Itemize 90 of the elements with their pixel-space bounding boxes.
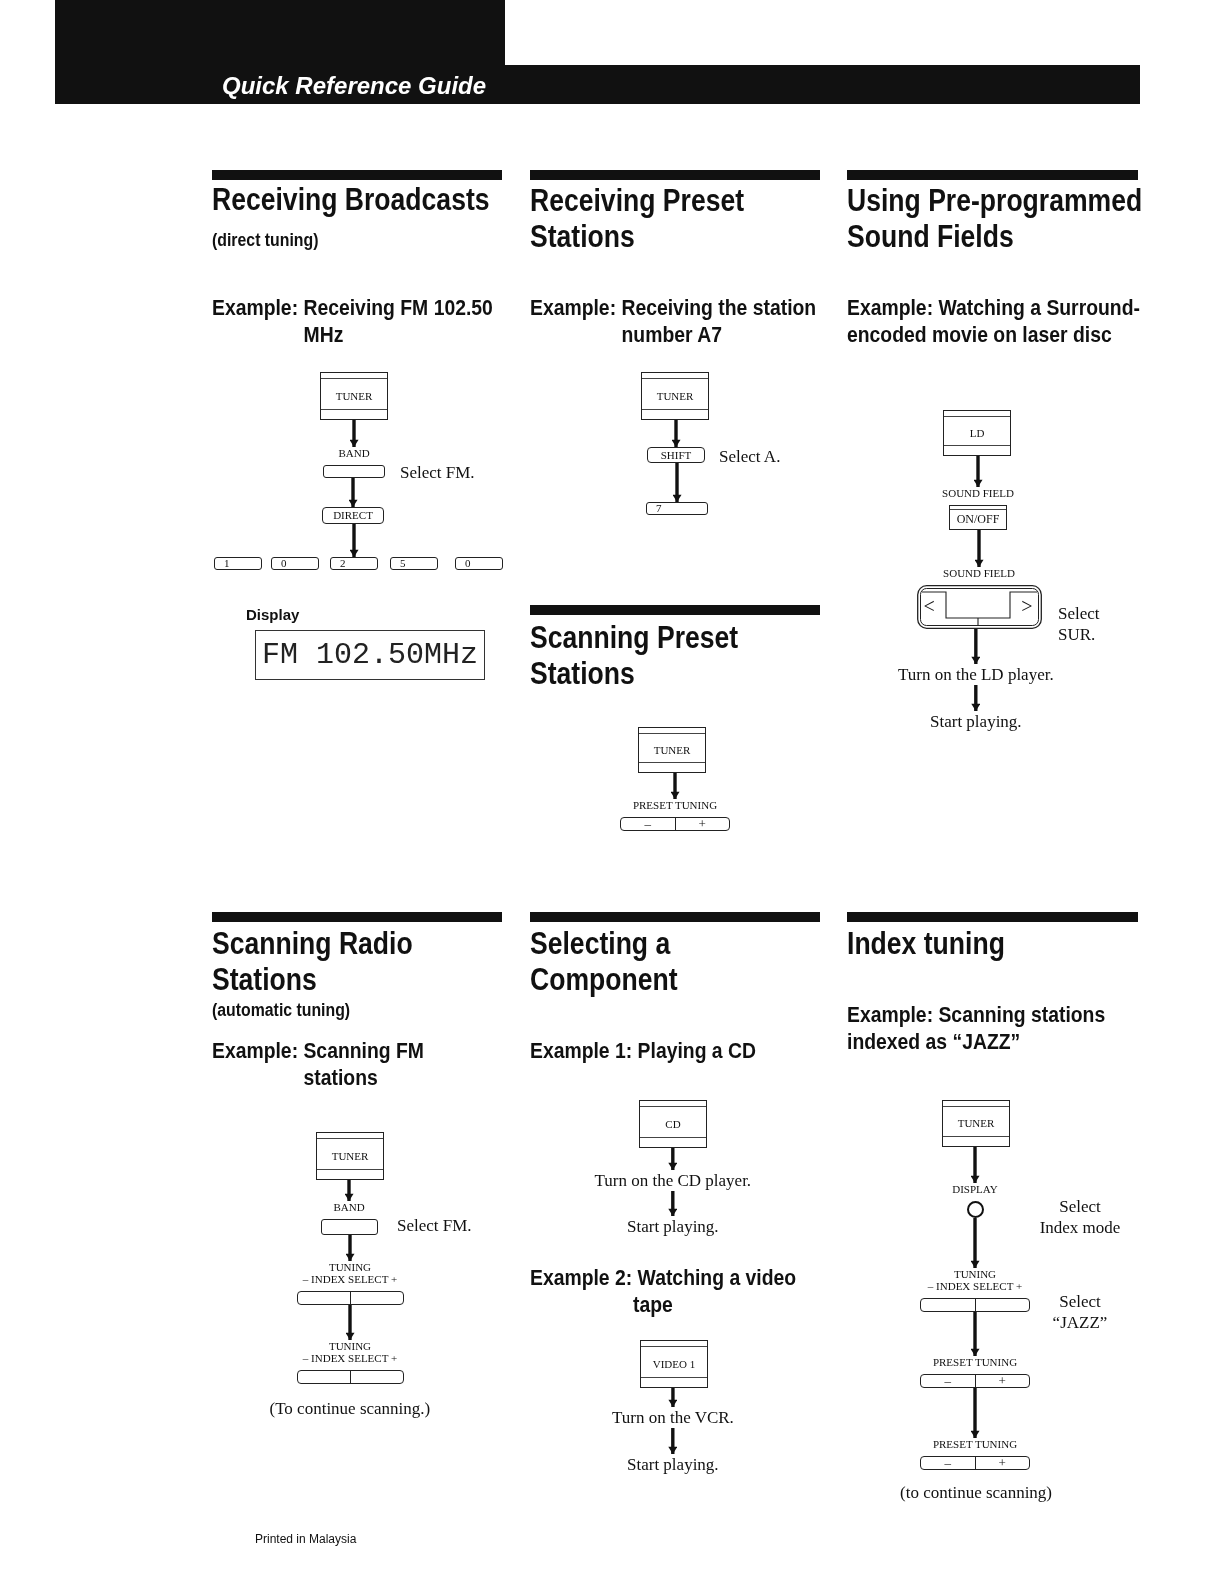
arrow <box>672 463 682 502</box>
step-note: Select FM. <box>397 1215 472 1236</box>
rocker-button: – + <box>920 1456 1030 1470</box>
example-text: Example 1: Playing a CD <box>530 1037 756 1064</box>
arrow <box>970 1312 980 1356</box>
arrow <box>970 1388 980 1438</box>
section-heading: Receiving Preset Stations <box>530 182 746 254</box>
button-label: TUNING <box>328 1261 372 1273</box>
button-label: – INDEX SELECT + <box>927 1280 1023 1292</box>
push-button: SHIFT <box>647 447 705 463</box>
arrow <box>348 478 358 507</box>
button-label: TUNING <box>953 1268 997 1280</box>
arrow <box>668 1191 678 1216</box>
step-note: Select A. <box>719 446 781 467</box>
step-note: Select “JAZZ” <box>1051 1291 1109 1333</box>
function-button: TUNER <box>320 372 388 420</box>
function-button: TUNER <box>638 727 706 773</box>
number-key: 2 <box>330 557 378 570</box>
section-subheading: (automatic tuning) <box>212 999 351 1021</box>
step-note: (To continue scanning.) <box>269 1398 431 1419</box>
function-button: CD <box>639 1100 707 1148</box>
step-text: Start playing. <box>627 1454 719 1475</box>
display-label: Display <box>246 606 300 624</box>
section-heading: Using Pre-programmed Sound Fields <box>847 182 1144 254</box>
button-label: TUNING <box>328 1340 372 1352</box>
section-heading: Selecting a Component <box>530 925 679 997</box>
step-note: Select SUR. <box>1058 603 1101 645</box>
arrow <box>344 1180 354 1201</box>
arrow <box>970 1218 980 1268</box>
arrow <box>349 524 359 557</box>
section-heading: Index tuning <box>847 925 1005 961</box>
function-button: TUNER <box>641 372 709 420</box>
arrow <box>668 1428 678 1454</box>
button-label: PRESET TUNING <box>932 1356 1018 1368</box>
number-key: 1 <box>214 557 262 570</box>
arrow <box>671 420 681 447</box>
example-text: Example: Watching a Surround-encoded movie on laser disc <box>847 294 1141 348</box>
rocker-button: – + <box>620 817 730 831</box>
section-heading: Receiving Broadcasts <box>212 181 490 217</box>
button-label: – INDEX SELECT + <box>302 1352 398 1364</box>
function-button: TUNER <box>316 1132 384 1180</box>
function-button: VIDEO 1 <box>640 1340 708 1388</box>
example-text: Example: Scanning stations indexed as “JAZZ” <box>847 1001 1107 1055</box>
push-button: ON/OFF <box>949 505 1007 530</box>
number-key: 0 <box>271 557 319 570</box>
step-text: Turn on the VCR. <box>612 1407 734 1428</box>
section-heading: Scanning Radio Stations <box>212 925 414 997</box>
arrow <box>668 1388 678 1407</box>
footer-note: Printed in Malaysia <box>255 1532 357 1546</box>
number-key: 0 <box>455 557 503 570</box>
sound-field-button: < > <box>916 585 1042 629</box>
section-subheading: (direct tuning) <box>212 229 319 251</box>
arrow <box>670 773 680 799</box>
arrow <box>345 1305 355 1340</box>
button-label: BAND <box>338 447 370 459</box>
step-note: (to continue scanning) <box>900 1482 1052 1503</box>
arrow <box>973 456 983 487</box>
function-button: LD <box>943 410 1011 456</box>
arrow <box>974 530 984 567</box>
button-label: DISPLAY <box>952 1183 998 1195</box>
rocker-button: – + <box>920 1374 1030 1388</box>
page-title: Quick Reference Guide <box>222 72 487 100</box>
button-label: SOUND FIELD <box>942 487 1014 499</box>
example-text: Example: Receiving the station number A7 <box>530 294 818 348</box>
number-key: 7 <box>646 502 708 515</box>
section-heading: Scanning Preset Stations <box>530 619 740 691</box>
arrow <box>345 1235 355 1261</box>
arrow <box>970 1147 980 1183</box>
function-button: TUNER <box>942 1100 1010 1147</box>
button-label: PRESET TUNING <box>632 799 718 811</box>
step-text: Start playing. <box>627 1216 719 1237</box>
number-key: 5 <box>390 557 438 570</box>
button-label: – INDEX SELECT + <box>302 1273 398 1285</box>
arrow <box>349 420 359 447</box>
step-note: Select FM. <box>400 462 475 483</box>
step-text: Turn on the CD player. <box>594 1170 752 1191</box>
arrow <box>971 629 981 664</box>
step-text: Turn on the LD player. <box>898 664 1054 685</box>
arrow <box>971 685 981 711</box>
step-text: Start playing. <box>930 711 1022 732</box>
button-label: BAND <box>333 1201 365 1213</box>
step-note: Select Index mode <box>1038 1196 1122 1238</box>
button-label: SOUND FIELD <box>943 567 1015 579</box>
button-label: PRESET TUNING <box>932 1438 1018 1450</box>
example-text: Example: Receiving FM 102.50 MHz <box>212 294 494 348</box>
example-text: Example 2: Watching a video tape <box>530 1264 798 1318</box>
example-text: Example: Scanning FM stations <box>212 1037 425 1091</box>
push-button: DIRECT <box>322 507 384 524</box>
arrow <box>668 1148 678 1170</box>
lcd-display: FM 102.50MHz <box>255 630 485 680</box>
